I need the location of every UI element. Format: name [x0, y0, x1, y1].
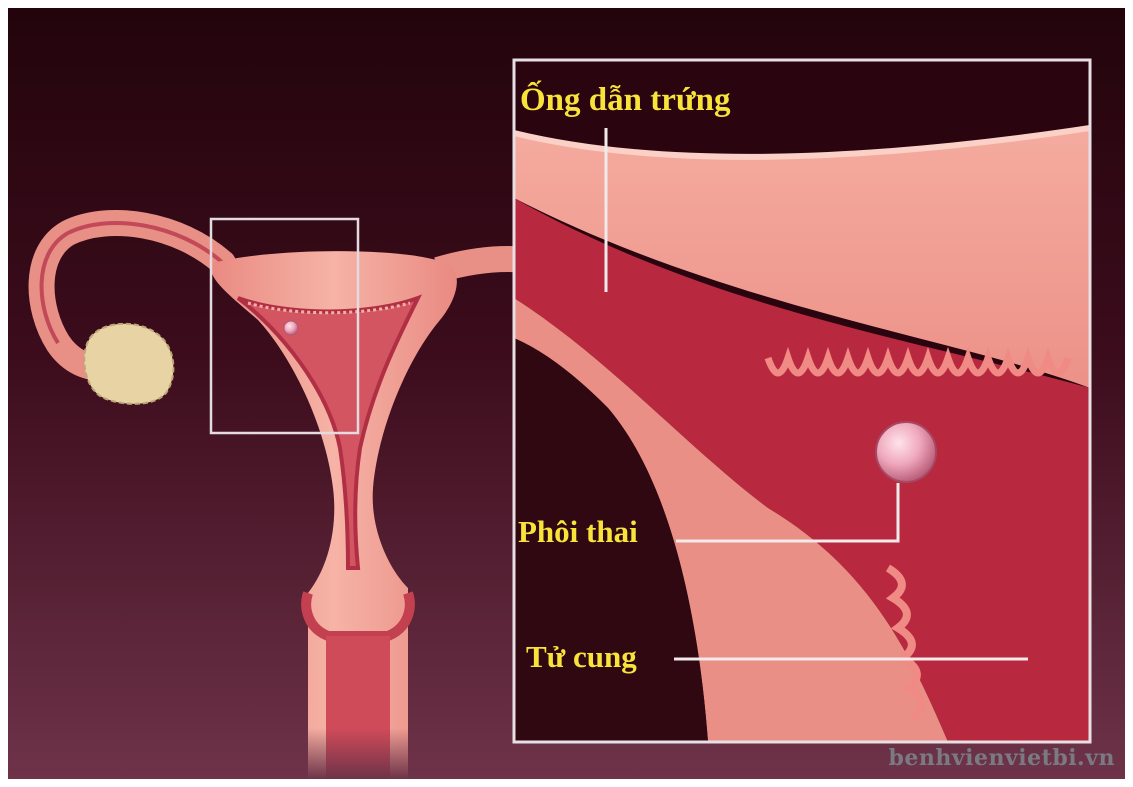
small-embryo: [284, 321, 298, 335]
anatomy-illustration: Ống dẫn trứng Phôi thai Tử cung benhvien…: [8, 8, 1125, 779]
embryo: [876, 422, 936, 482]
label-embryo: Phôi thai: [518, 516, 638, 547]
watermark: benhvienvietbi.vn: [889, 745, 1115, 771]
ovary: [84, 324, 173, 404]
label-fallopian-tube: Ống dẫn trứng: [520, 84, 731, 117]
label-uterus: Tử cung: [526, 641, 637, 672]
